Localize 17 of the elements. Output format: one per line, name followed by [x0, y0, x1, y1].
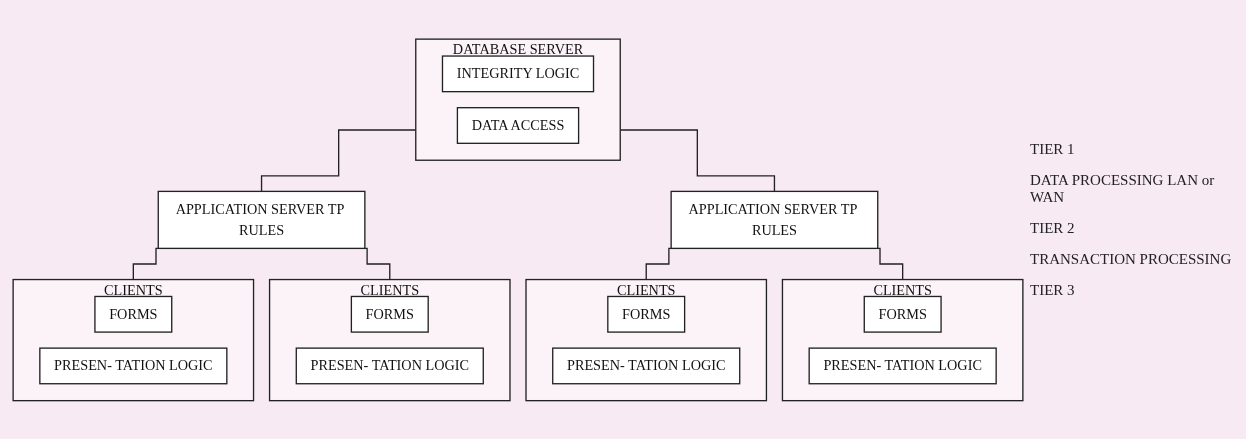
note-label: DATA PROCESSING LAN or WAN — [1030, 171, 1216, 206]
node-box: PRESEN- TATION LOGIC — [39, 347, 228, 385]
node-box: PRESEN- TATION LOGIC — [552, 347, 741, 385]
node-box: PRESEN- TATION LOGIC — [808, 347, 997, 385]
note-label: TRANSACTION PROCESSING — [1030, 250, 1233, 268]
node-box: APPLICATION SERVER TP RULES — [157, 190, 366, 249]
node-box: FORMS — [607, 295, 686, 333]
node-box: FORMS — [94, 295, 173, 333]
node-box: INTEGRITY LOGIC — [441, 55, 595, 92]
node-box: FORMS — [350, 295, 429, 333]
note-label: TIER 2 — [1030, 219, 1076, 237]
note-label: TIER 3 — [1030, 281, 1076, 299]
node-box: PRESEN- TATION LOGIC — [295, 347, 484, 385]
node-box: APPLICATION SERVER TP RULES — [670, 190, 879, 249]
node-box: FORMS — [863, 295, 942, 333]
node-box: DATA ACCESS — [456, 106, 580, 144]
note-label: TIER 1 — [1030, 140, 1076, 158]
